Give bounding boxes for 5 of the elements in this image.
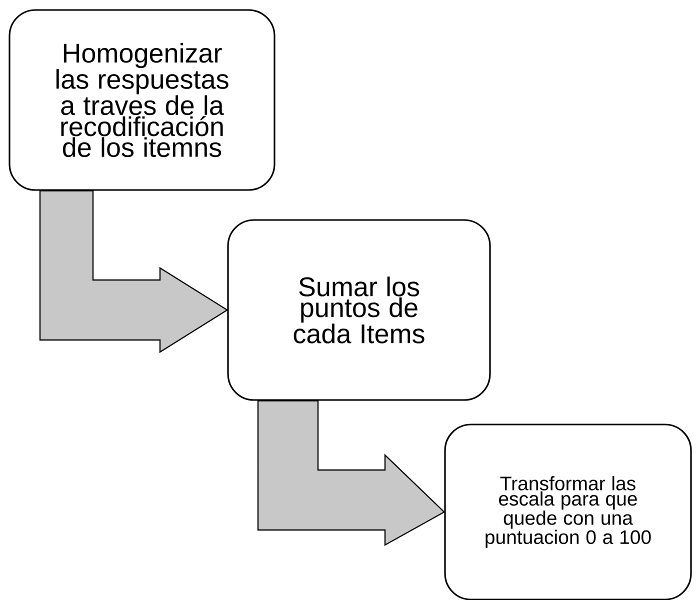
block-arrow <box>39 190 228 354</box>
block-arrow <box>257 400 446 546</box>
process-box: Homogenizar las respuestas a traves de la recodificación de los itemns <box>8 9 276 191</box>
process-box: Sumar los puntos de cada Items <box>227 219 491 401</box>
process-box: Transformar las escala para que quede con una puntuacion 0 a 100 <box>444 424 692 600</box>
